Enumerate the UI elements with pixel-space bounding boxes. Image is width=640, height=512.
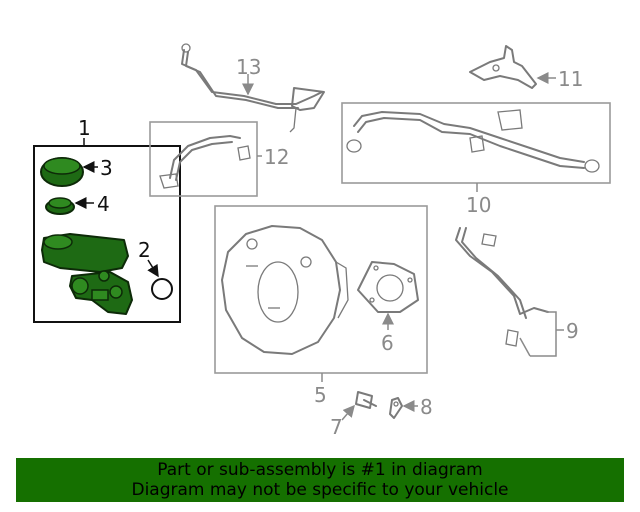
callout-11: 11 — [558, 67, 583, 91]
callout-1: 1 — [78, 116, 91, 140]
callout-9: 9 — [566, 319, 579, 343]
callout-10: 10 — [466, 193, 491, 217]
callout-13: 13 — [236, 55, 261, 79]
master-cylinder-body[interactable] — [41, 233, 133, 315]
master-cylinder-group[interactable]: 1 3 4 2 — [33, 116, 181, 323]
reservoir-cap[interactable]: 3 — [40, 156, 113, 187]
callout-3: 3 — [100, 156, 113, 180]
callout-5: 5 — [314, 383, 327, 407]
banner-line-2: Diagram may not be specific to your vehi… — [131, 480, 509, 500]
bracket-11[interactable]: 11 — [469, 45, 583, 91]
hose-12[interactable]: 12 — [149, 121, 289, 197]
group-box-12 — [149, 121, 258, 197]
hose-9[interactable]: 9 — [455, 227, 579, 357]
brake-booster-5[interactable]: 6 5 — [214, 205, 428, 407]
seal-ring[interactable]: 2 — [138, 238, 173, 300]
hose-10[interactable]: 10 — [341, 102, 611, 217]
group-box-5 — [214, 205, 428, 374]
parts-diagram: 1 3 4 2 — [33, 43, 611, 439]
callout-4: 4 — [97, 192, 110, 216]
group-box-1 — [33, 145, 181, 323]
callout-7: 7 — [330, 415, 343, 439]
callout-6: 6 — [381, 331, 394, 355]
banner-line-1: Part or sub-assembly is #1 in diagram — [157, 460, 483, 480]
reservoir-strainer[interactable]: 4 — [45, 192, 110, 216]
booster-gasket[interactable]: 6 — [357, 261, 419, 355]
group-box-10 — [341, 102, 611, 184]
callout-8: 8 — [420, 395, 433, 419]
clip-8[interactable]: 8 — [389, 395, 433, 419]
callout-2: 2 — [138, 238, 151, 262]
bolt-7[interactable]: 7 — [330, 391, 377, 439]
callout-12: 12 — [264, 145, 289, 169]
vacuum-tube-13[interactable]: 13 — [181, 43, 325, 133]
fitment-notice-banner: Part or sub-assembly is #1 in diagram Di… — [16, 458, 624, 502]
